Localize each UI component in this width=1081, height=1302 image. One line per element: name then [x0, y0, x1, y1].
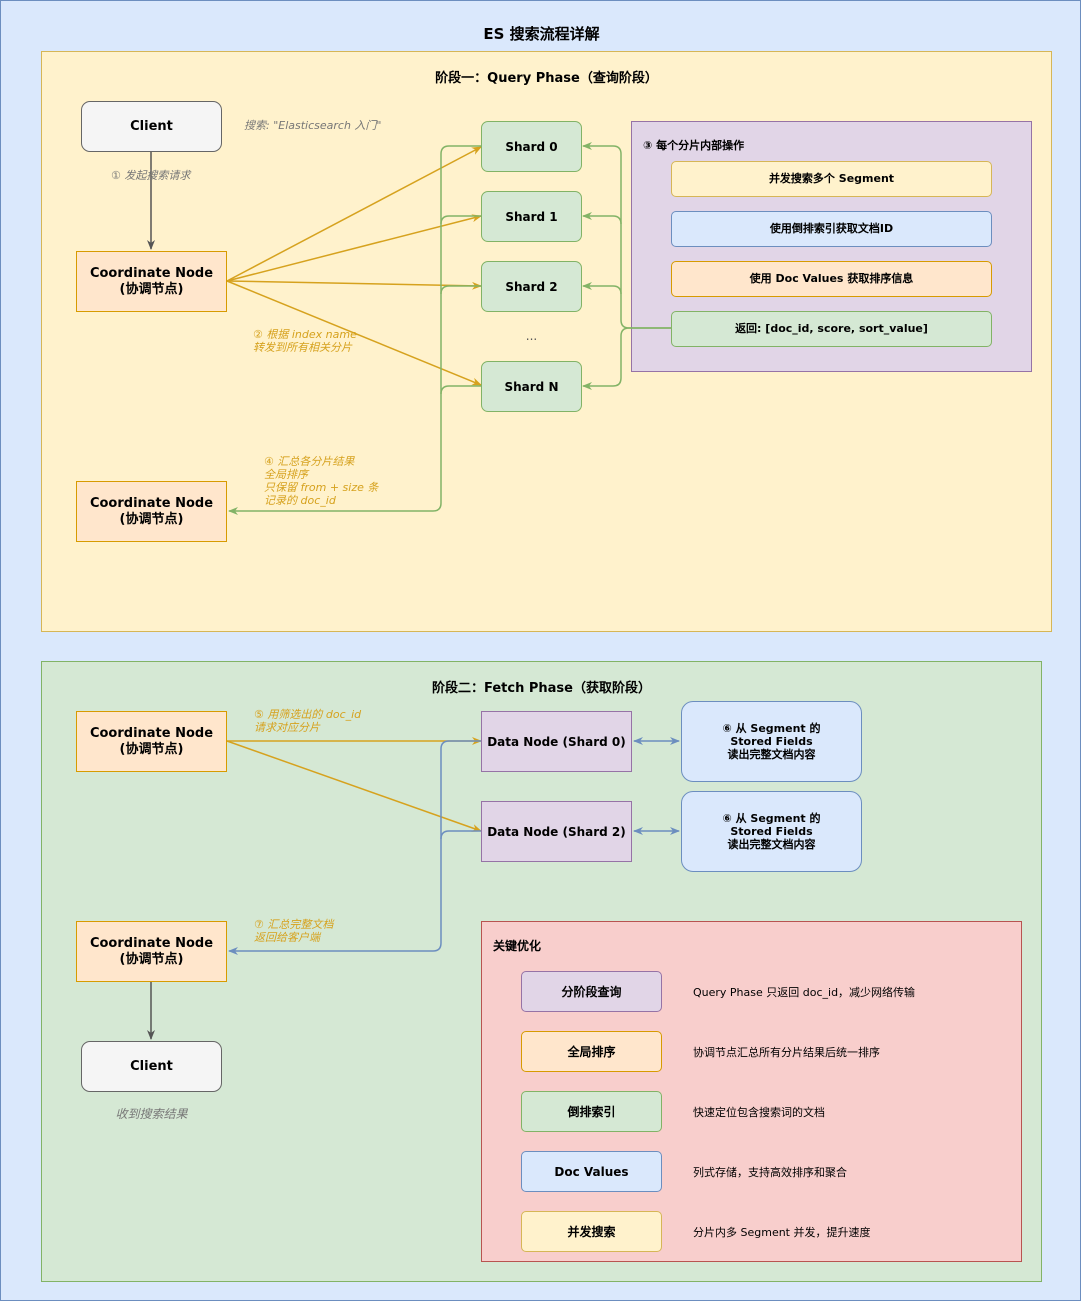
client-node-query: Client: [81, 101, 222, 152]
optimizations-title: 关键优化: [493, 939, 542, 953]
edge-datanode2-merge: [440, 830, 481, 840]
opt-inverted-index-desc: 快速定位包含搜索词的文档: [693, 1106, 825, 1119]
edge-ops-to-shard0: [582, 142, 671, 329]
opt-doc-values-desc: 列式存储，支持高效排序和聚合: [693, 1166, 847, 1179]
edge-coord-to-shardN: [226, 280, 482, 386]
step4-label: ④ 汇总各分片结果 全局排序 只保留 from + size 条 记录的 doc…: [264, 455, 379, 507]
coordinate-node-fetch: Coordinate Node (协调节点): [76, 711, 227, 772]
step1-label: ① 发起搜索请求: [111, 169, 191, 182]
opt-global-sort-desc: 协调节点汇总所有分片结果后统一排序: [693, 1046, 880, 1059]
shard-op-doc-values: 使用 Doc Values 获取排序信息: [671, 261, 992, 297]
coordinate-node-merge: Coordinate Node (协调节点): [76, 481, 227, 542]
shard-0: Shard 0: [481, 121, 582, 172]
step7-label: ⑦ 汇总完整文档 返回给客户端: [254, 918, 334, 944]
result-note: 收到搜索结果: [115, 1107, 188, 1121]
shard-op-inverted-index: 使用倒排索引获取文档ID: [671, 211, 992, 247]
opt-concurrent-search: 并发搜索: [521, 1211, 662, 1252]
data-node-shard0: Data Node (Shard 0): [481, 711, 632, 772]
edge-ops-to-shard1: [582, 212, 622, 225]
opt-phased-query-desc: Query Phase 只返回 doc_id，减少网络传输: [693, 986, 916, 999]
shard-ellipsis: ...: [525, 329, 538, 343]
shard-1: Shard 1: [481, 191, 582, 242]
fetch-phase-title: 阶段二：Fetch Phase（获取阶段）: [432, 681, 651, 696]
step2-label: ② 根据 index name 转发到所有相关分片: [253, 328, 357, 354]
edge-coord-to-datanode2: [226, 740, 482, 832]
shard-op-return: 返回: [doc_id, score, sort_value]: [671, 311, 992, 347]
edge-coord-to-shard0: [226, 146, 482, 282]
diagram-title: ES 搜索流程详解: [483, 25, 600, 43]
shard-ops-title: ③ 每个分片内部操作: [643, 139, 745, 152]
shard-op-concurrent-segments: 并发搜索多个 Segment: [671, 161, 992, 197]
edge-datanodes-to-coord: [228, 740, 481, 955]
edge-ops-to-shard2: [582, 282, 622, 295]
stored-fields-node-2: ⑥ 从 Segment 的 Stored Fields 读出完整文档内容: [681, 791, 862, 872]
opt-phased-query: 分阶段查询: [521, 971, 662, 1012]
opt-doc-values: Doc Values: [521, 1151, 662, 1192]
shard-n: Shard N: [481, 361, 582, 412]
edge-shard2-merge: [440, 285, 481, 295]
client-node-fetch: Client: [81, 1041, 222, 1092]
edge-coord-to-shard2: [226, 280, 482, 290]
opt-global-sort: 全局排序: [521, 1031, 662, 1072]
coordinate-node-query: Coordinate Node (协调节点): [76, 251, 227, 312]
step5-label: ⑤ 用筛选出的 doc_id 请求对应分片: [254, 708, 362, 734]
shard-2: Shard 2: [481, 261, 582, 312]
stored-fields-node-0: ⑥ 从 Segment 的 Stored Fields 读出完整文档内容: [681, 701, 862, 782]
edge-ops-to-shardN: [582, 327, 671, 390]
edge-shard1-merge: [440, 215, 481, 225]
coordinate-node-return: Coordinate Node (协调节点): [76, 921, 227, 982]
opt-inverted-index: 倒排索引: [521, 1091, 662, 1132]
edge-shardN-merge: [440, 385, 481, 395]
search-query-note: 搜索: "Elasticsearch 入门": [244, 119, 382, 132]
opt-concurrent-search-desc: 分片内多 Segment 并发，提升速度: [693, 1226, 871, 1239]
edge-shards-to-coord: [228, 145, 481, 515]
query-phase-title: 阶段一：Query Phase（查询阶段）: [435, 71, 658, 86]
data-node-shard2: Data Node (Shard 2): [481, 801, 632, 862]
edge-coord-to-shard1: [226, 214, 482, 282]
